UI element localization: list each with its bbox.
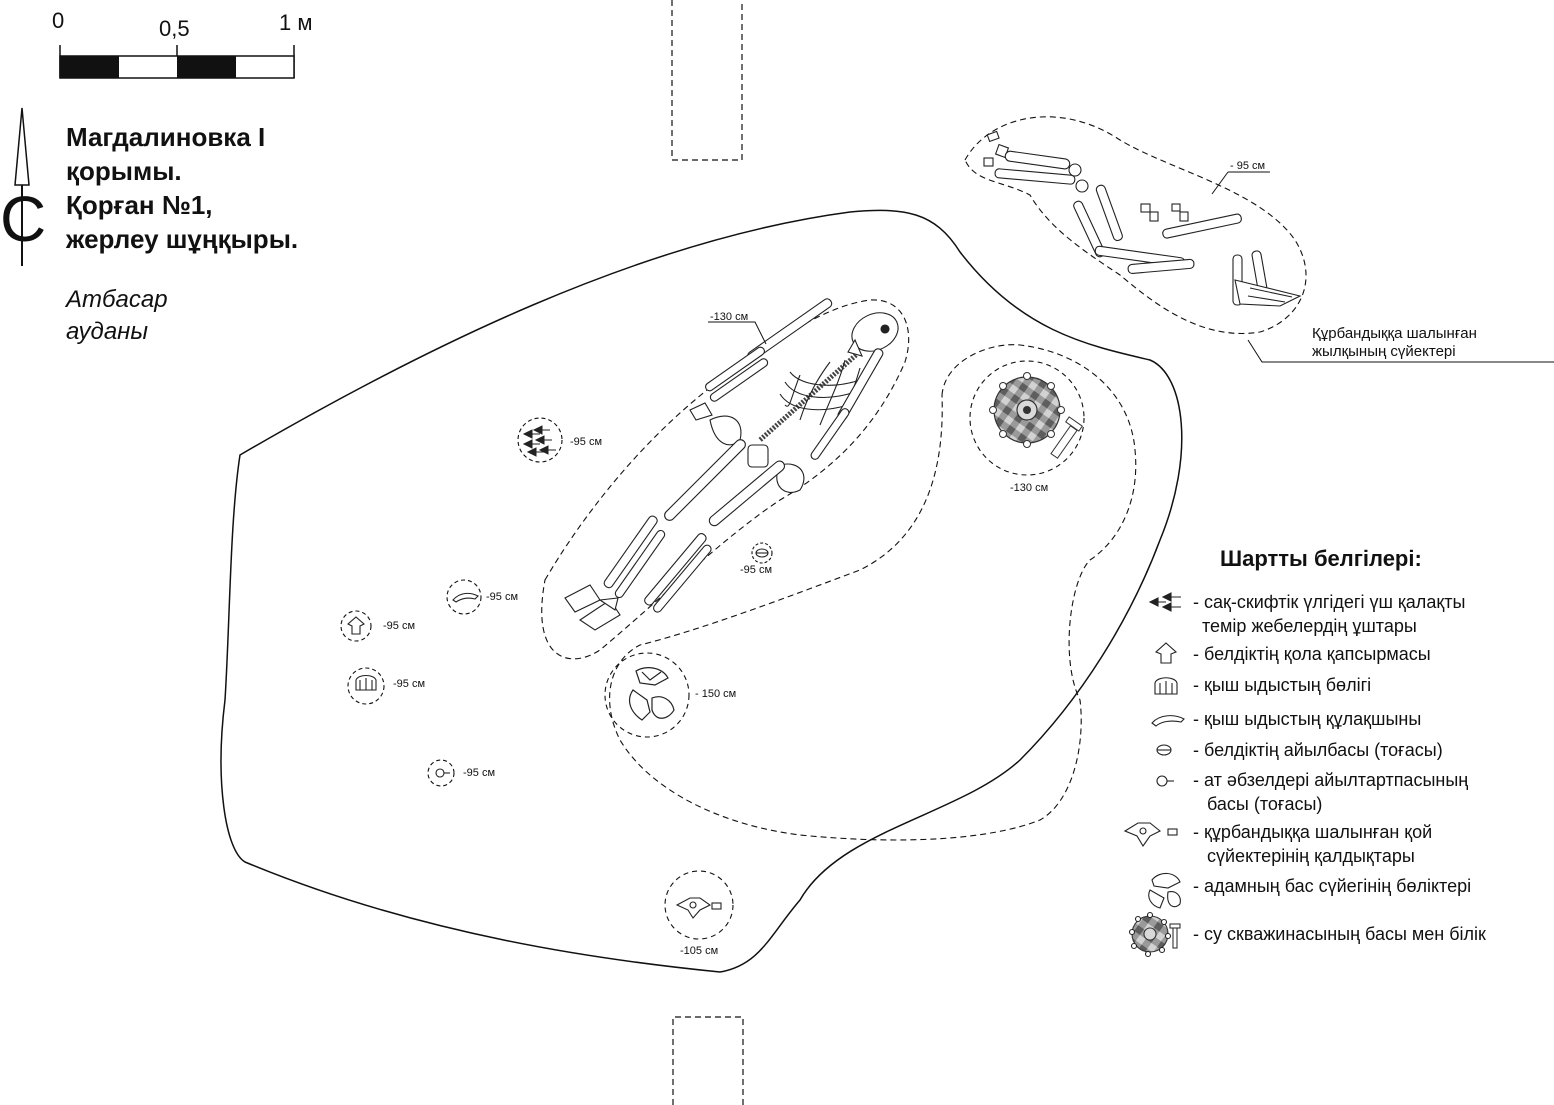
title-line-3: Қорған №1,: [66, 190, 213, 220]
horse-bones-note: Құрбандыққа шалынған жылқының сүйектері: [1312, 325, 1477, 361]
horse-note-line-1: Құрбандыққа шалынған: [1312, 325, 1477, 342]
ring-circle: [427, 759, 455, 787]
legend-item-arrowheads-line-2: темір жебелердің ұштары: [1202, 616, 1417, 636]
skull-circle: [604, 652, 690, 738]
skeleton-contour: [541, 299, 910, 660]
handle-circle: [446, 579, 482, 615]
legend-item-well: - су скважинасының басы мен білік: [1193, 922, 1486, 946]
legend-skull-icon: [1148, 872, 1181, 909]
title-line-2: қорымы.: [66, 156, 182, 186]
depth-label-arrows: -95 см: [570, 436, 603, 448]
depth-label-skull: - 150 см: [695, 688, 737, 700]
vessel-circle: [347, 667, 385, 705]
legend-item-vessel-line-1: - қыш ыдыстың бөлігі: [1193, 675, 1372, 695]
trench-bottom: [672, 1016, 744, 1105]
depth-label-horse: - 95 см: [1230, 160, 1266, 172]
legend-ring-icon: [1156, 775, 1174, 787]
legend-arrowheads-icon: [1148, 592, 1181, 612]
burial-pit-outline: [220, 209, 1183, 973]
ring-find: [435, 768, 450, 778]
vessel-find: [355, 674, 377, 691]
plaque-circle: [751, 542, 773, 564]
legend-item-ring: - ат әбзелдері айылтартпасының басы (тоғ…: [1193, 768, 1468, 816]
legend-item-sheep: - құрбандыққа шалынған қой сүйектерінің …: [1193, 820, 1432, 868]
legend-item-arrowheads: - сақ-скифтік үлгідегі үш қалақты темір …: [1193, 590, 1465, 638]
buckle-find: [347, 616, 365, 635]
legend-item-ring-line-1: - ат әбзелдері айылтартпасының: [1193, 770, 1469, 790]
title-line-1: Магдалиновка I: [66, 122, 266, 152]
depth-label-burial: -130 см: [710, 311, 749, 323]
depth-label-ring: -95 см: [463, 767, 496, 779]
legend-item-skull-line-1: - адамның бас сүйегінің бөліктері: [1193, 876, 1472, 896]
legend-item-plaque-line-1: - белдіктің айылбасы (тоғасы): [1193, 740, 1443, 760]
north-arrow: [14, 107, 30, 266]
human-skeleton: [564, 298, 899, 631]
north-letter: С: [0, 183, 47, 255]
legend-vessel-icon: [1154, 677, 1178, 695]
well-head: [989, 372, 1083, 459]
horse-bones: [983, 130, 1302, 307]
depth-label-vessel: -95 см: [393, 678, 426, 690]
leader-lines: [708, 171, 1554, 363]
legend-handle-icon: [1151, 715, 1185, 727]
legend-item-handle: - қыш ыдыстың құлақшыны: [1193, 707, 1421, 731]
legend-well-icon: [1128, 911, 1181, 958]
legend-title: Шартты белгілері:: [1220, 546, 1422, 571]
legend-item-arrowheads-line-1: - сақ-скифтік үлгідегі үш қалақты: [1193, 592, 1466, 612]
arrowheads-circle: [517, 417, 563, 463]
scale-label-zero: 0: [52, 8, 65, 33]
scale-bar: [59, 45, 295, 79]
well-pit-outline: [609, 344, 1137, 841]
subtitle-line-2: ауданы: [66, 318, 149, 345]
scale-label-one: 1 м: [279, 10, 313, 35]
legend-plaque-icon: [1156, 744, 1172, 756]
legend-icons: [1123, 592, 1185, 958]
depth-label-handle: -95 см: [486, 591, 519, 603]
depth-label-sheep: -105 см: [680, 945, 719, 957]
legend-item-plaque: - белдіктің айылбасы (тоғасы): [1193, 738, 1443, 762]
legend-item-sheep-line-1: - құрбандыққа шалынған қой: [1193, 822, 1433, 842]
handle-find: [452, 592, 479, 603]
horse-note-line-2: жылқының сүйектері: [1312, 343, 1456, 360]
sheep-bones: [675, 897, 722, 919]
legend-buckle-icon: [1154, 642, 1178, 664]
legend-item-sheep-line-2: сүйектерінің қалдықтары: [1207, 846, 1415, 866]
scale-label-half: 0,5: [159, 16, 190, 41]
subtitle-line-1: Атбасар: [66, 286, 168, 313]
legend-item-skull: - адамның бас сүйегінің бөліктері: [1193, 874, 1471, 898]
legend-item-buckle-line-1: - белдіктің қола қапсырмасы: [1193, 644, 1431, 664]
legend-item-handle-line-1: - қыш ыдыстың құлақшыны: [1193, 709, 1422, 729]
legend-sheep-icon: [1123, 822, 1178, 848]
plaque-find: [755, 548, 769, 558]
depth-label-plaque: -95 см: [740, 564, 773, 576]
skull-fragments: [629, 667, 675, 721]
legend-item-vessel: - қыш ыдыстың бөлігі: [1193, 673, 1371, 697]
horse-bones-outline: [964, 116, 1307, 334]
page-title: Магдалиновка I қорымы. Қорған №1, жерлеу…: [66, 120, 298, 256]
trench-top: [671, 0, 743, 161]
title-line-4: жерлеу шұңқыры.: [66, 224, 299, 254]
depth-label-buckle: -95 см: [383, 620, 416, 632]
arrowheads-find: [522, 425, 556, 457]
legend-item-buckle: - белдіктің қола қапсырмасы: [1193, 642, 1431, 666]
legend-item-well-line-1: - су скважинасының басы мен білік: [1193, 924, 1486, 944]
legend-item-ring-line-2: басы (тоғасы): [1207, 794, 1323, 814]
depth-label-well: -130 см: [1010, 482, 1049, 494]
sheep-circle: [664, 870, 734, 940]
well-circle: [969, 360, 1085, 476]
district-subtitle: Атбасар ауданы: [66, 284, 168, 348]
buckle-circle: [340, 610, 372, 642]
